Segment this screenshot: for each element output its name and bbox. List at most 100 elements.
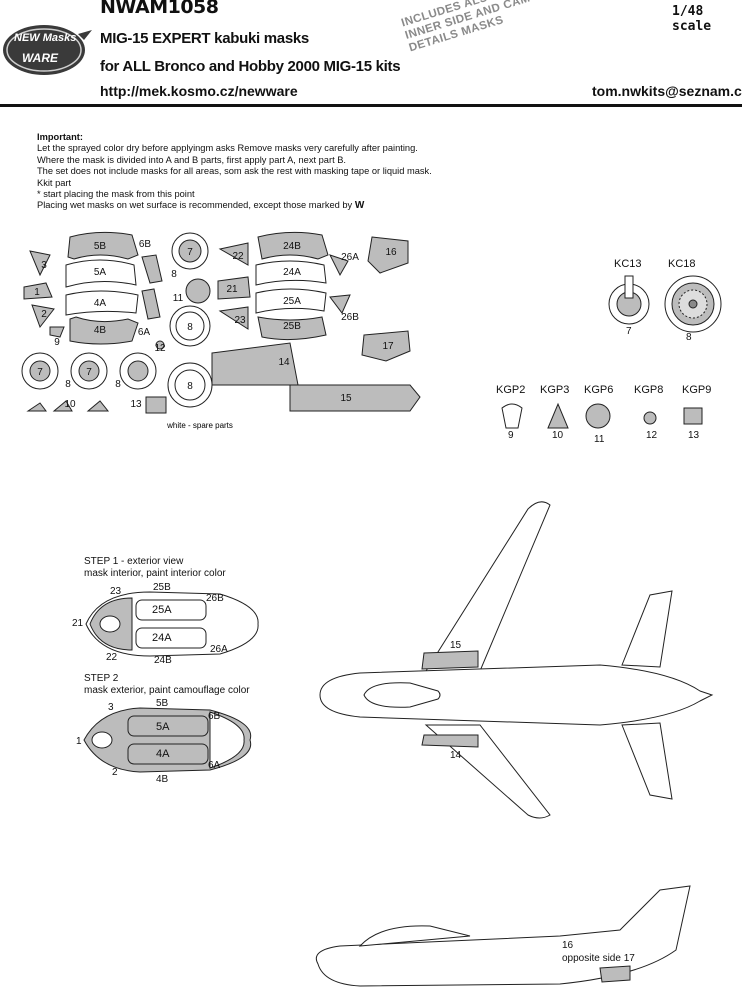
lbl-17: 17 bbox=[382, 341, 394, 352]
mask-5a bbox=[65, 259, 137, 288]
lbl-23: 23 bbox=[234, 315, 246, 326]
website-link[interactable]: http://mek.kosmo.cz/newware bbox=[100, 83, 298, 99]
aircraft-mask-14 bbox=[421, 734, 479, 748]
side-lbl-16: 16 bbox=[562, 940, 574, 951]
step1-lbl-23: 23 bbox=[110, 586, 122, 597]
kgp3-shape bbox=[547, 402, 569, 429]
mask-26a bbox=[329, 254, 349, 277]
kgp-shapes bbox=[501, 402, 703, 429]
email-link[interactable]: tom.nwkits@seznam.cz bbox=[592, 83, 742, 99]
lbl-8e: 8 bbox=[187, 381, 193, 392]
note-line: Where the mask is divided into A and B p… bbox=[37, 154, 347, 165]
mask-9 bbox=[49, 326, 65, 338]
lbl-8c: 8 bbox=[65, 379, 71, 390]
kgp9-num: 13 bbox=[688, 430, 700, 441]
side-canopy bbox=[358, 925, 471, 947]
stab-lower bbox=[621, 722, 673, 800]
lbl-24b: 24B bbox=[283, 241, 301, 252]
lbl-21: 21 bbox=[226, 284, 238, 295]
mask-24a bbox=[255, 260, 327, 286]
note-line: Let the sprayed color dry before applyin… bbox=[37, 143, 418, 154]
scale-label: 1/48 scale bbox=[672, 4, 712, 34]
mask-6a bbox=[141, 288, 161, 320]
step1-lbl-26b: 26B bbox=[206, 593, 224, 604]
mask-10a bbox=[26, 402, 47, 412]
lbl-14: 14 bbox=[278, 357, 290, 368]
mask-10c bbox=[86, 400, 110, 412]
lbl-9: 9 bbox=[54, 337, 60, 348]
kgp2-num: 9 bbox=[508, 430, 514, 441]
mask-1 bbox=[23, 282, 53, 300]
step1-lbl-26a: 26A bbox=[210, 644, 228, 655]
lbl-1: 1 bbox=[34, 287, 40, 298]
note-line: The set does not include masks for all a… bbox=[37, 166, 432, 177]
lbl-2: 2 bbox=[41, 309, 47, 320]
lbl-7b: 7 bbox=[37, 367, 43, 378]
step2-subtitle: mask exterior, paint camouflage color bbox=[84, 685, 250, 696]
spare-parts-note: white - spare parts bbox=[166, 421, 233, 430]
lbl-5a: 5A bbox=[94, 267, 107, 278]
note-line: * start placing the mask from this point bbox=[37, 189, 195, 200]
side-lbl-opposite: opposite side 17 bbox=[562, 953, 635, 964]
brand-logo: NEW Masks WARE bbox=[0, 22, 92, 78]
lbl-11: 11 bbox=[173, 293, 184, 304]
step1-diagram bbox=[85, 591, 259, 657]
lbl-7c: 7 bbox=[86, 367, 92, 378]
mask-5b bbox=[67, 231, 139, 260]
note-line: Kkit part bbox=[37, 177, 72, 188]
mask-sheet: 5B 5A 4A 4B 6B 6A 3 1 2 7 8 9 10 11 12 1… bbox=[21, 231, 421, 430]
step2-lbl-6a: 6A bbox=[208, 760, 221, 771]
kgp3-label: KGP3 bbox=[540, 384, 570, 396]
lbl-3: 3 bbox=[41, 260, 47, 271]
step1-lbl-25b: 25B bbox=[153, 582, 171, 593]
aircraft-top-view bbox=[319, 501, 714, 819]
step2-lbl-2: 2 bbox=[112, 767, 118, 778]
lbl-26b: 26B bbox=[341, 312, 359, 323]
lbl-5b: 5B bbox=[94, 241, 107, 252]
lbl-25a: 25A bbox=[283, 296, 301, 307]
product-subtitle: for ALL Bronco and Hobby 2000 MIG-15 kit… bbox=[100, 58, 401, 75]
aircraft-lbl-14: 14 bbox=[450, 750, 462, 761]
notes-heading: Important: bbox=[37, 132, 83, 142]
mask-17 bbox=[361, 330, 411, 362]
kgp9-shape bbox=[683, 407, 703, 425]
logo-text-top: NEW Masks bbox=[14, 32, 77, 44]
step1-lbl-21: 21 bbox=[72, 618, 84, 629]
lbl-13: 13 bbox=[130, 399, 142, 410]
lbl-12: 12 bbox=[154, 343, 166, 354]
lbl-8b: 8 bbox=[187, 322, 193, 333]
kgp6-num: 11 bbox=[594, 434, 605, 445]
step1-subtitle: mask interior, paint interior color bbox=[84, 568, 226, 579]
fuselage bbox=[319, 664, 714, 726]
kgp2-shape bbox=[501, 403, 523, 429]
lbl-26a: 26A bbox=[341, 252, 359, 263]
wheel-kc13-label: KC13 bbox=[614, 258, 642, 270]
mask-25b bbox=[257, 316, 327, 341]
wet-mark-icon: W bbox=[354, 200, 365, 212]
kgp2-label: KGP2 bbox=[496, 384, 526, 396]
step1-lbl-25a: 25A bbox=[152, 604, 172, 616]
kgp-row: KGP2 KGP3 KGP6 KGP8 KGP9 9 10 11 12 13 bbox=[488, 384, 728, 445]
wheel-kc18-num: 8 bbox=[686, 332, 692, 343]
aircraft-mask-15 bbox=[421, 650, 479, 670]
wheel-kc13-strut bbox=[624, 275, 634, 299]
includes-stamp: INCLUDES ALSO WINDOWS INNER SIDE AND CAM… bbox=[400, 0, 592, 55]
mask-24b bbox=[257, 231, 329, 260]
mask-4b bbox=[69, 316, 139, 345]
lbl-24a: 24A bbox=[283, 267, 301, 278]
kgp8-num: 12 bbox=[646, 430, 658, 441]
step1-lbl-24b: 24B bbox=[154, 655, 172, 666]
wing-upper bbox=[425, 501, 551, 672]
wing-lower bbox=[424, 724, 551, 819]
lbl-8: 8 bbox=[171, 269, 177, 280]
step2-lbl-3: 3 bbox=[108, 702, 114, 713]
kgp6-label: KGP6 bbox=[584, 384, 614, 396]
lbl-25b: 25B bbox=[283, 321, 301, 332]
lbl-8d: 8 bbox=[115, 379, 121, 390]
step2-lbl-6b: 6B bbox=[208, 711, 221, 722]
cockpit bbox=[363, 682, 441, 708]
mask-4a bbox=[65, 290, 139, 316]
step2-title: STEP 2 bbox=[84, 673, 119, 684]
lbl-22: 22 bbox=[232, 251, 244, 262]
note-line: Placing wet masks on wet surface is reco… bbox=[37, 200, 353, 211]
